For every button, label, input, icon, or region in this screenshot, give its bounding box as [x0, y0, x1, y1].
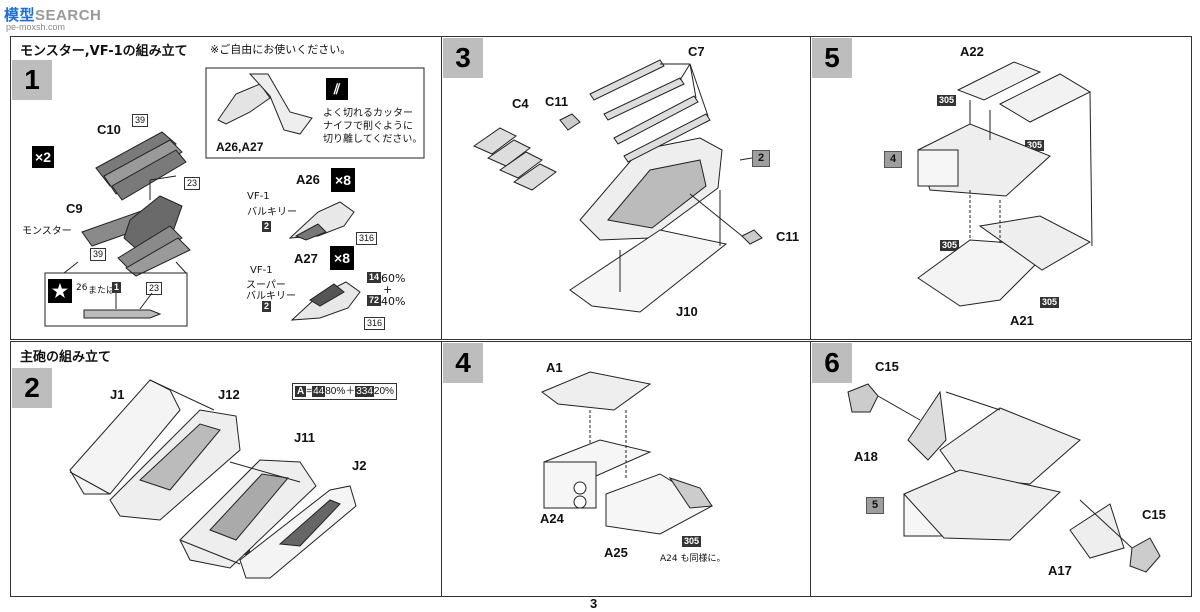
step-number-1: 1	[12, 60, 52, 100]
gun-j12	[109, 409, 241, 521]
gun-j11	[179, 459, 317, 569]
part-label-a22: A22	[960, 44, 984, 59]
legend-334: 334	[355, 386, 374, 397]
note-a24-same: A24 も同様に。	[660, 554, 726, 564]
part-label-c4: C4	[512, 96, 529, 111]
panel-1-header-note: ※ご自由にお使いください。	[210, 43, 352, 56]
legend-a: A	[295, 386, 307, 397]
cutter-text-1: よく切れるカッター	[323, 108, 413, 119]
watermark-logo: 模型SEARCH	[4, 4, 101, 25]
cutter-text-2: ナイフで削ぐように	[323, 121, 413, 132]
color-ref-305d-p5: 305	[1040, 297, 1060, 308]
star-note-or: または	[88, 286, 116, 296]
valkyrie-a26	[288, 201, 355, 241]
star-ref-1: 1	[112, 282, 122, 293]
part-label-a27: A27	[294, 251, 318, 266]
step-number-4: 4	[443, 343, 483, 383]
color-ref-2a: 2	[262, 221, 272, 232]
page-number: 3	[590, 596, 598, 611]
panel6-assembly	[847, 383, 1161, 573]
pct-60: 60%	[381, 272, 406, 285]
part-label-c11a: C11	[545, 94, 569, 109]
legend-20: 20%	[373, 386, 394, 397]
part-label-c15a: C15	[875, 359, 899, 374]
color-ref-316b: 316	[364, 317, 386, 330]
legend-eq: =	[306, 386, 313, 397]
part-label-a24: A24	[540, 511, 564, 526]
color-ref-316a: 316	[356, 232, 378, 245]
qty-x2-badge: ×2	[32, 146, 54, 168]
watermark-brand-a: 模型	[4, 7, 36, 24]
watermark-site: pe-moxsh.com	[6, 22, 66, 32]
valkyrie-a27	[290, 281, 361, 321]
step-number-3: 3	[443, 38, 483, 78]
ref-step-4: 4	[884, 151, 902, 168]
part-label-j1: J1	[110, 387, 125, 402]
part-label-c11b: C11	[776, 229, 800, 244]
panel5-assembly	[917, 61, 1093, 307]
panel-step-1	[10, 36, 442, 340]
color-ref-305a-p5: 305	[937, 95, 957, 106]
monster-label: モンスター	[22, 226, 72, 237]
part-label-c10: C10	[97, 122, 121, 137]
cutter-text-3: 切り離してください。	[323, 134, 423, 145]
step-number-5: 5	[812, 38, 852, 78]
cutter-inset	[205, 67, 425, 159]
step-number-6: 6	[812, 343, 852, 383]
color-ref-23a: 23	[184, 177, 201, 190]
legend-80: 80%＋	[325, 386, 356, 397]
color-ref-305c-p5: 305	[940, 240, 960, 251]
part-label-a1: A1	[546, 360, 563, 375]
super-label: スーパー	[246, 280, 286, 291]
star-ref-23: 23	[146, 282, 163, 295]
watermark-brand-b: SEARCH	[35, 7, 102, 24]
legend-44: 44	[312, 386, 326, 397]
color-legend-box: A=4480%＋33420%	[292, 383, 397, 400]
part-label-a17: A17	[1048, 563, 1072, 578]
panel-2-header: 主砲の組み立て	[20, 350, 112, 365]
part-label-a18: A18	[854, 449, 878, 464]
part-label-a26: A26	[296, 172, 320, 187]
valkyrie-label: バルキリー	[247, 207, 297, 218]
color-ref-2b: 2	[262, 301, 272, 312]
vf1-label-b: VF-1	[250, 265, 273, 276]
inset-parts-label: A26,A27	[216, 140, 264, 154]
part-label-j10: J10	[676, 304, 698, 319]
super-valkyrie-label: バルキリー	[246, 291, 296, 302]
qty-x8-badge-a: ×8	[331, 168, 355, 192]
qty-x8-badge-b: ×8	[330, 246, 354, 270]
monster-illustration	[81, 131, 191, 277]
color-ref-72: 72	[367, 295, 382, 306]
panel4-assembly	[541, 371, 714, 535]
star-badge: ★	[48, 279, 72, 303]
part-label-j12: J12	[218, 387, 240, 402]
part-label-c9: C9	[66, 201, 83, 216]
part-label-j11: J11	[294, 430, 315, 445]
color-ref-39a: 39	[132, 114, 149, 127]
plus-sign: +	[383, 283, 393, 296]
pct-40: 40%	[381, 295, 406, 308]
vf1-label-a: VF-1	[247, 191, 270, 202]
gun-j2	[239, 485, 357, 579]
color-ref-39b: 39	[90, 248, 107, 261]
star-inset	[44, 261, 188, 327]
star-note-26: 26	[76, 283, 88, 293]
ref-step-2: 2	[752, 150, 770, 167]
step-number-2: 2	[12, 368, 52, 408]
part-label-a21: A21	[1010, 313, 1034, 328]
part-label-j2: J2	[352, 458, 367, 473]
ref-step-5: 5	[866, 497, 884, 514]
color-ref-305-p4: 305	[682, 536, 702, 547]
color-ref-305b-p5: 305	[1025, 140, 1045, 151]
cutter-icon: ⫽	[326, 78, 348, 100]
part-label-c15b: C15	[1142, 507, 1166, 522]
panel-1-header: モンスター,VF-1の組み立て	[20, 44, 188, 59]
panel3-assembly	[472, 59, 763, 313]
part-label-c7: C7	[688, 44, 705, 59]
color-ref-14: 14	[367, 272, 382, 283]
part-label-a25: A25	[604, 545, 628, 560]
